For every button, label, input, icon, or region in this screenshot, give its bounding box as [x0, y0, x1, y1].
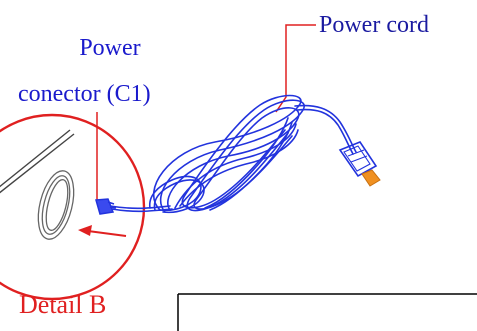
wall-plug [338, 141, 381, 187]
table-frame [177, 293, 477, 331]
connector-socket [37, 170, 75, 240]
detail-b-circle [0, 113, 146, 301]
cord-callout-line [275, 24, 316, 113]
c1-plug [95, 198, 117, 215]
insertion-arrow [78, 225, 127, 237]
power-connector-label-line2: conector (C1) [18, 81, 151, 107]
power-cord-label: Power cord [319, 12, 429, 38]
detail-b-label: Detail B [19, 290, 107, 319]
power-connector-label-line1: Power [79, 35, 141, 61]
power-cord [109, 94, 357, 214]
device-edge [0, 129, 75, 194]
